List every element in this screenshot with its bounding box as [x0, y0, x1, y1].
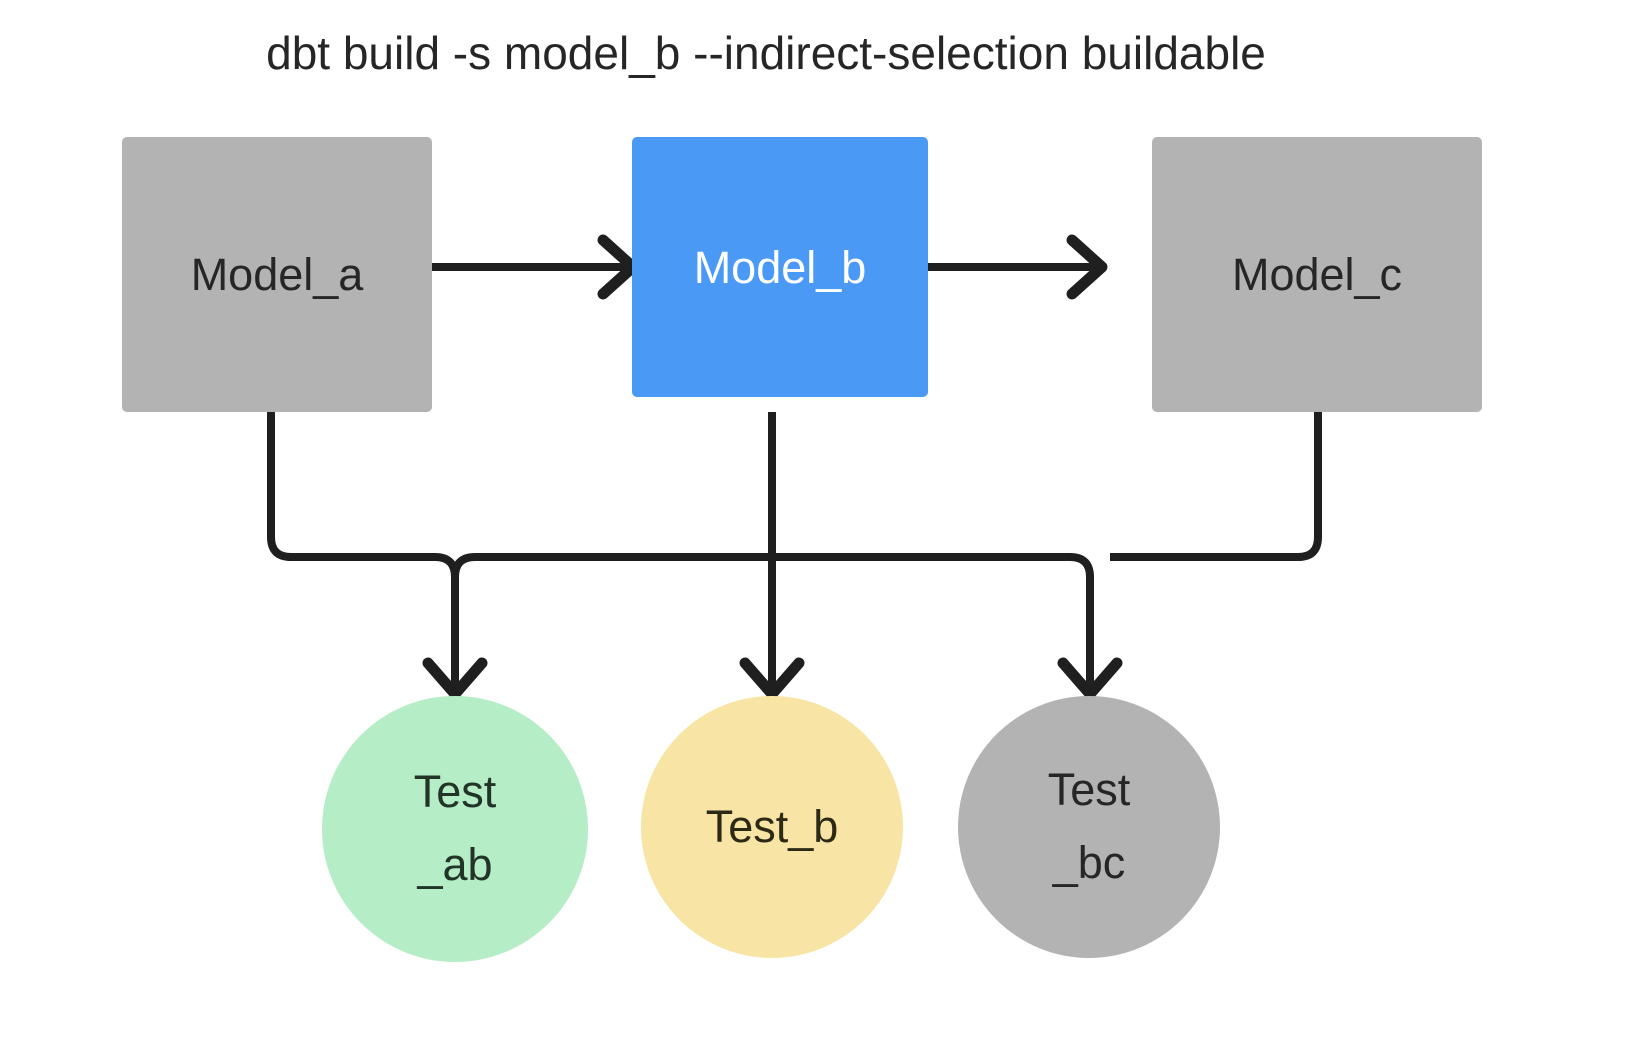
edge-model-b-to-test-ab [451, 553, 772, 578]
node-model-a[interactable]: Model_a [122, 137, 432, 412]
node-model-b[interactable]: Model_b [632, 137, 928, 397]
arrowhead-model-b-in [597, 234, 639, 300]
node-model-b-label: Model_b [693, 241, 867, 293]
node-test-ab-label-line2: _ab [417, 839, 493, 890]
node-model-c[interactable]: Model_c [1152, 137, 1482, 412]
edge-model-b-to-test-bc [772, 553, 1094, 692]
node-test-bc-label-line1: Test [1047, 764, 1131, 816]
edge-model-c-to-test-bc [1110, 412, 1322, 561]
node-model-a-label: Model_a [190, 249, 364, 300]
node-test-ab[interactable]: Test _ab [322, 696, 588, 962]
node-test-b-label-line1: Test_b [705, 800, 839, 852]
node-model-c-label: Model_c [1231, 249, 1403, 300]
edge-model-a-to-test-ab [267, 412, 459, 692]
node-test-ab-label-line1: Test [413, 766, 497, 818]
arrowhead-test-bc-in [1057, 657, 1123, 700]
diagram-title: dbt build -s model_b --indirect-selectio… [266, 27, 1266, 79]
node-test-b[interactable]: Test_b [641, 696, 903, 958]
node-test-bc-label-line2: _bc [1052, 837, 1126, 888]
arrowhead-test-b-in [739, 657, 805, 700]
arrowhead-model-c-in [1066, 234, 1108, 300]
arrowhead-test-ab-in [422, 657, 488, 700]
node-test-bc[interactable]: Test _bc [958, 696, 1220, 958]
